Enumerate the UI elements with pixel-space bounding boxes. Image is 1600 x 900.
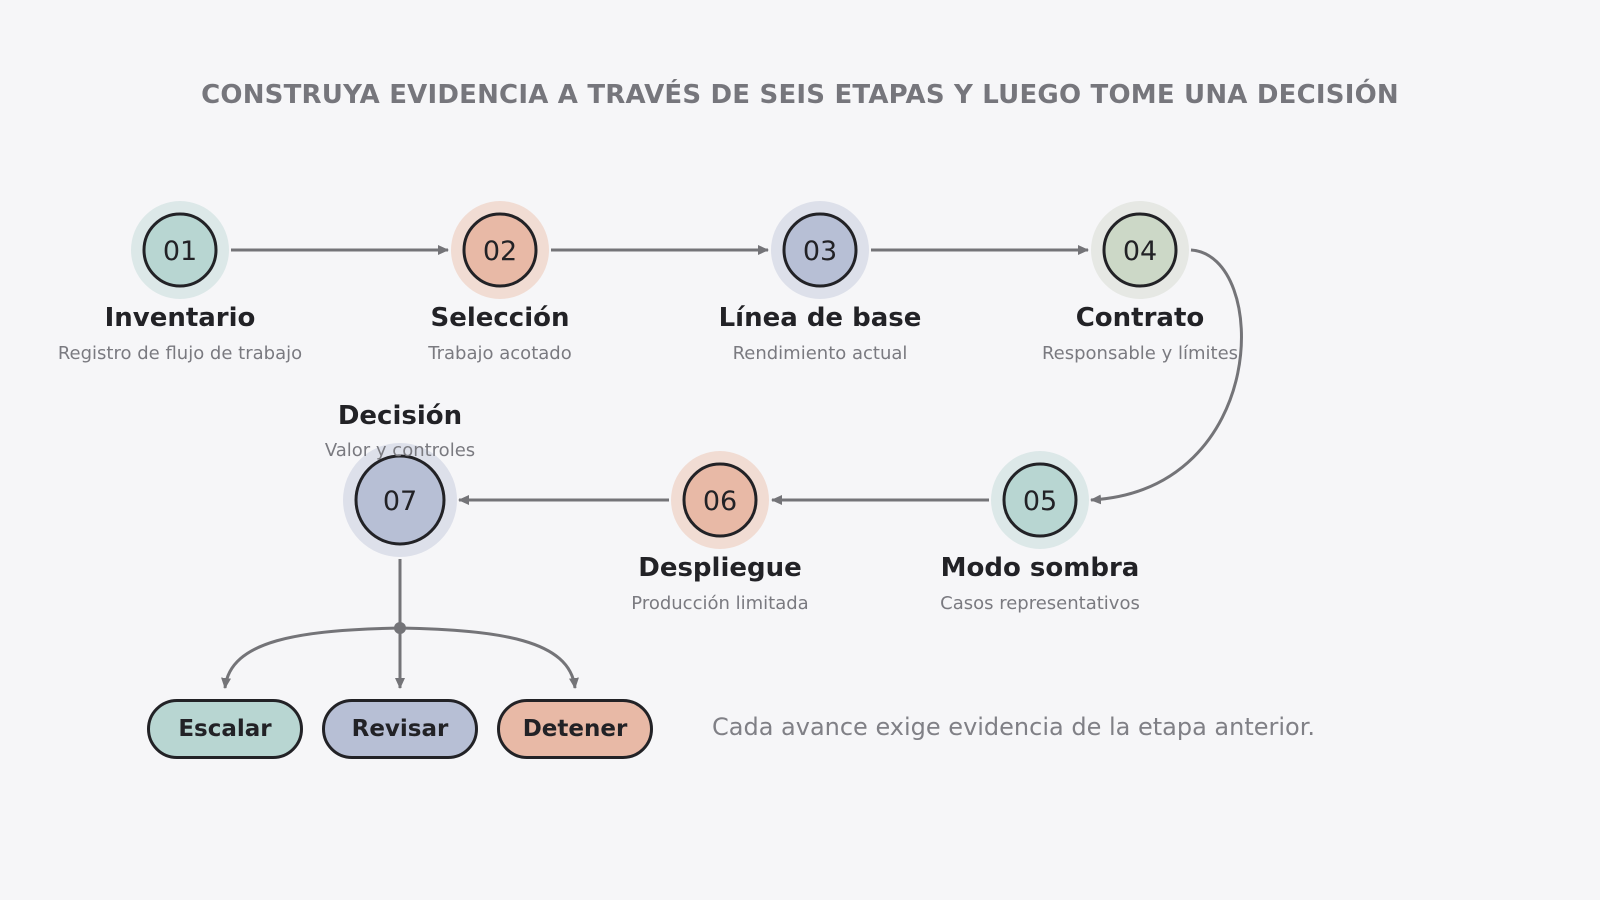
step-node-01: 01: [131, 201, 229, 299]
step-nodes: 01 02 03 04 05 06 07: [131, 201, 1189, 557]
step-node-03: 03: [771, 201, 869, 299]
outcome-detener-button[interactable]: Detener: [497, 699, 653, 759]
step-2-label: Selección: [430, 303, 570, 333]
step-number: 05: [1023, 486, 1057, 517]
step-node-04: 04: [1091, 201, 1189, 299]
step-node-05: 05: [991, 451, 1089, 549]
step-circle: [1102, 212, 1178, 288]
step-circle: [1002, 462, 1078, 538]
branch-to-escalar: [221, 626, 401, 689]
connectors: [221, 245, 1243, 689]
outcome-revisar-button[interactable]: Revisar: [322, 699, 478, 759]
step-7-label: Decisión: [337, 401, 463, 431]
step-circle: [354, 454, 446, 546]
step-4-label: Contrato: [1075, 303, 1205, 333]
step-5-subtitle: Casos representativos: [940, 593, 1140, 614]
step-circle: [142, 212, 218, 288]
step-circle: [462, 212, 538, 288]
step-4-subtitle: Responsable y límites: [1041, 343, 1239, 364]
step-number: 01: [163, 236, 197, 267]
step-node-07: 07: [343, 443, 457, 557]
step-1-subtitle: Registro de flujo de trabajo: [57, 343, 303, 364]
step-2-subtitle: Trabajo acotado: [428, 343, 572, 364]
footnote: Cada avance exige evidencia de la etapa …: [712, 713, 1316, 741]
step-3-subtitle: Rendimiento actual: [732, 343, 908, 364]
branch-to-detener: [399, 626, 579, 689]
step-circle: [782, 212, 858, 288]
step-circle: [682, 462, 758, 538]
step-1-label: Inventario: [104, 303, 256, 333]
branch-junction: [394, 622, 406, 634]
step-5-label: Modo sombra: [940, 553, 1140, 583]
arrow-4-to-5: [1090, 248, 1243, 505]
step-node-02: 02: [451, 201, 549, 299]
step-node-06: 06: [671, 451, 769, 549]
step-6-label: Despliegue: [638, 553, 802, 583]
outcome-escalar-button[interactable]: Escalar: [147, 699, 303, 759]
step-3-label: Línea de base: [718, 303, 922, 333]
step-6-subtitle: Producción limitada: [631, 593, 809, 614]
step-number: 07: [383, 486, 417, 517]
step-number: 04: [1123, 236, 1157, 267]
step-number: 03: [803, 236, 837, 267]
step-7-subtitle: Valor y controles: [324, 440, 476, 461]
step-number: 06: [703, 486, 737, 517]
diagram-title: CONSTRUYA EVIDENCIA A TRAVÉS DE SEIS ETA…: [201, 80, 1399, 110]
step-number: 02: [483, 236, 517, 267]
